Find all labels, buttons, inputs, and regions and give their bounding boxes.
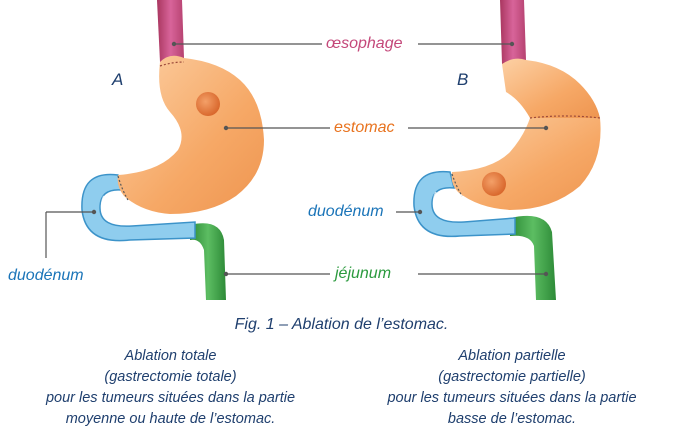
desc-a-line3: pour les tumeurs situées dans la partie	[0, 388, 341, 409]
label-oesophage: œsophage	[326, 35, 403, 53]
label-duodenum-b: duodénum	[308, 203, 384, 221]
desc-b-line3: pour les tumeurs situées dans la partie	[341, 388, 683, 409]
desc-b-line2: (gastrectomie partielle)	[341, 367, 683, 388]
figure-caption: Fig. 1 – Ablation de l’estomac.	[0, 316, 683, 334]
tumor-b	[482, 172, 506, 196]
stomach-b-lower	[452, 118, 601, 210]
esophagus-a	[157, 0, 184, 62]
description-b: Ablation partielle (gastrectomie partiel…	[341, 346, 683, 430]
stomach-a	[118, 56, 264, 214]
desc-a-line1: Ablation totale	[0, 346, 341, 367]
esophagus-b	[500, 0, 526, 64]
label-estomac: estomac	[334, 119, 394, 137]
panel-b-letter: B	[457, 70, 468, 90]
panel-b-anatomy	[414, 0, 601, 300]
jejunum-b	[510, 216, 556, 300]
label-jejunum: jéjunum	[335, 265, 391, 283]
tumor-a	[196, 92, 220, 116]
label-duodenum-a: duodénum	[8, 267, 84, 285]
desc-b-line1: Ablation partielle	[341, 346, 683, 367]
desc-a-line4: moyenne ou haute de l’estomac.	[0, 409, 341, 430]
desc-b-line4: basse de l’estomac.	[341, 409, 683, 430]
desc-a-line2: (gastrectomie totale)	[0, 367, 341, 388]
description-a: Ablation totale (gastrectomie totale) po…	[0, 346, 341, 430]
panel-a-letter: A	[112, 70, 123, 90]
stomach-b-upper	[502, 59, 600, 118]
